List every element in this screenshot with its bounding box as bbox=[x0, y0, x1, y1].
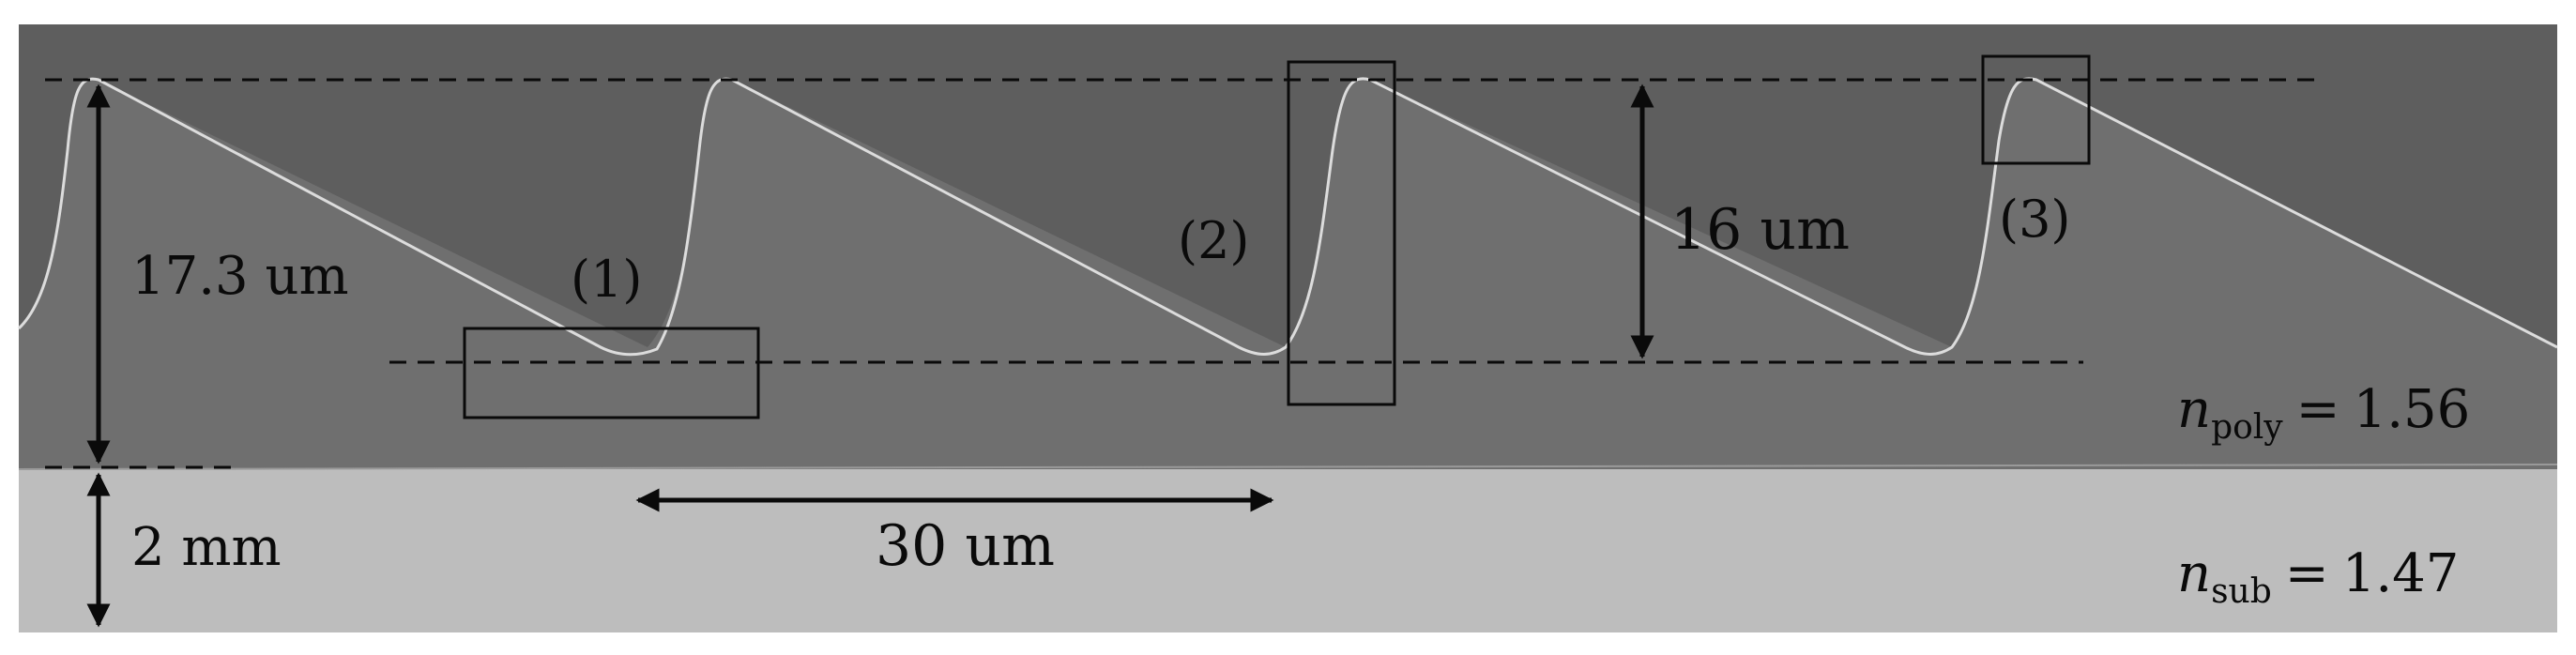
n-sub-equals: = bbox=[2285, 543, 2329, 604]
grating-profile bbox=[17, 77, 2558, 357]
period-label: 30 um bbox=[876, 513, 1055, 579]
n-sub-symbol: n bbox=[2177, 543, 2211, 604]
total-height-label: 17.3 um bbox=[131, 246, 349, 307]
n-sub-subscript: sub bbox=[2211, 572, 2272, 611]
region-3-label: (3) bbox=[1999, 190, 2071, 249]
tooth-height-label: 16 um bbox=[1670, 197, 1850, 263]
region-1-box bbox=[463, 327, 760, 419]
n-poly-value: 1.56 bbox=[2354, 379, 2471, 440]
n-sub-value: 1.47 bbox=[2342, 543, 2460, 604]
interface-line bbox=[18, 464, 2558, 470]
substrate-thickness-label: 2 mm bbox=[131, 517, 282, 578]
n-poly-label: npoly =1.56 bbox=[2177, 379, 2470, 447]
n-poly-subscript: poly bbox=[2211, 408, 2283, 447]
region-2-label: (2) bbox=[1178, 211, 1250, 270]
n-sub-label: nsub =1.47 bbox=[2177, 543, 2459, 611]
region-2-box bbox=[1287, 60, 1396, 406]
region-1-label: (1) bbox=[571, 250, 643, 309]
n-poly-equals: = bbox=[2296, 379, 2340, 440]
region-3-box bbox=[1981, 54, 2091, 165]
n-poly-symbol: n bbox=[2177, 379, 2211, 440]
substrate-layer bbox=[19, 469, 2557, 632]
